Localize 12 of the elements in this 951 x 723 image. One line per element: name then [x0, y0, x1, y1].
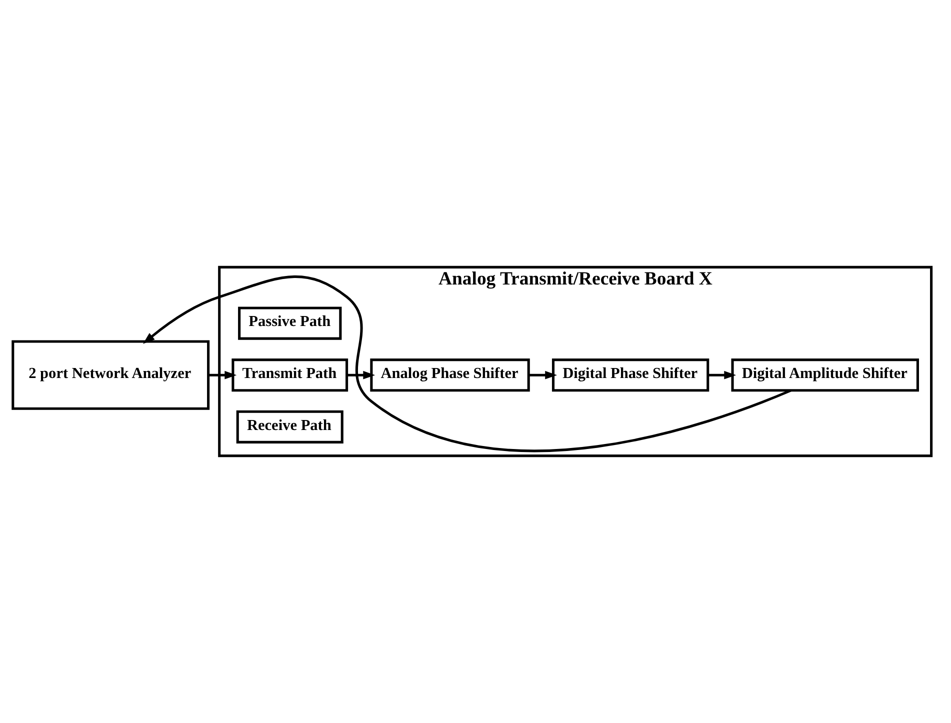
node-box: Digital Phase Shifter: [552, 358, 710, 392]
arrow: [708, 370, 736, 380]
arrow: [142, 276, 792, 452]
node-box: Passive Path: [238, 306, 342, 340]
arrow: [346, 370, 376, 380]
arrow: [528, 370, 558, 380]
node-box: 2 port Network Analyzer: [12, 340, 210, 410]
node-box: Digital Amplitude Shifter: [731, 358, 919, 392]
node-box: Transmit Path: [232, 358, 348, 392]
arrow: [208, 370, 237, 380]
node-box: Receive Path: [236, 410, 344, 444]
node-box: Analog Phase Shifter: [370, 358, 530, 392]
